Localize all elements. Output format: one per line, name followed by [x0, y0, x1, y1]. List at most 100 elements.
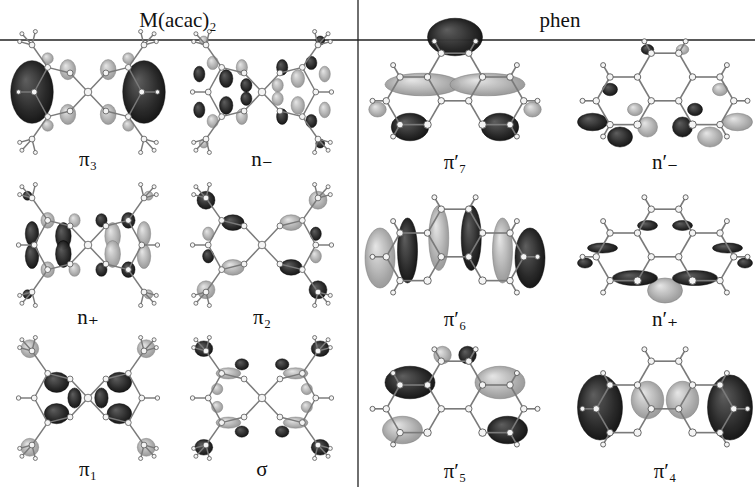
atom-dot — [313, 89, 319, 95]
atom-dot — [18, 293, 22, 297]
atom-dot — [689, 230, 696, 237]
bond-line — [679, 361, 693, 385]
atom-dot — [315, 348, 321, 354]
bond-line — [693, 232, 721, 234]
atom-dot — [601, 442, 606, 447]
atom-dot — [67, 376, 73, 382]
atom-dot — [724, 290, 729, 295]
orbital-lobe — [398, 218, 418, 283]
atom-dot — [328, 193, 332, 197]
bond-line — [720, 77, 734, 101]
atom-dot — [479, 74, 486, 81]
atom-dot — [593, 98, 600, 105]
orbital-label: π′₅ — [444, 460, 467, 483]
orbital-lobe — [25, 221, 38, 246]
bond-line — [638, 385, 652, 409]
atom-dot — [315, 42, 321, 48]
atom-dot — [45, 420, 51, 426]
orbital-lobe — [222, 260, 244, 276]
bond-line — [400, 384, 428, 386]
atom-dot — [370, 98, 375, 103]
atom-dot — [391, 219, 396, 224]
atom-dot — [689, 74, 696, 81]
atom-dot — [219, 267, 225, 273]
atom-dot — [676, 206, 683, 213]
atom-dot — [313, 150, 317, 154]
atom-dot — [154, 40, 158, 44]
atom-dot — [16, 243, 20, 247]
bond-line — [206, 351, 222, 373]
orbital-figure — [578, 39, 753, 147]
bond-line — [651, 360, 679, 362]
bond-line — [469, 361, 483, 385]
atom-dot — [141, 136, 147, 142]
bond-line — [596, 101, 610, 125]
atom-dot — [154, 140, 158, 144]
bond-line — [610, 384, 638, 386]
atom-dot — [205, 89, 211, 95]
bond-line — [469, 77, 483, 101]
atom-dot — [432, 39, 437, 44]
atom-dot — [326, 148, 330, 152]
bond-line — [469, 385, 483, 409]
atom-dot — [207, 456, 211, 460]
atom-dot — [473, 39, 478, 44]
atom-dot — [717, 121, 724, 128]
atom-dot — [717, 74, 724, 81]
atom-dot — [432, 195, 437, 200]
atom-dot — [155, 90, 159, 94]
atom-dot — [514, 290, 519, 295]
orbital-lobe — [222, 215, 244, 231]
atom-dot — [479, 429, 487, 437]
bond-line — [302, 45, 318, 67]
orbital-lobe — [275, 426, 288, 437]
bond-line — [693, 384, 721, 386]
atom-dot — [141, 289, 147, 295]
atom-dot — [424, 74, 431, 81]
atom-dot — [634, 382, 641, 389]
atom-dot — [313, 183, 317, 187]
atom-dot — [152, 338, 156, 342]
atom-dot — [391, 134, 396, 139]
atom-dot — [642, 347, 647, 352]
bond-line — [280, 111, 302, 117]
bond-line — [510, 385, 524, 409]
atom-dot — [277, 223, 283, 229]
bond-line — [400, 232, 428, 234]
bond-line — [128, 67, 141, 92]
orbital-lobe — [608, 127, 633, 147]
atom-dot — [299, 370, 305, 376]
atom-dot — [205, 242, 211, 248]
bond-line — [638, 77, 652, 101]
atom-dot — [424, 121, 432, 129]
bond-line — [386, 77, 400, 101]
atom-dot — [20, 454, 24, 458]
atom-dot — [139, 89, 145, 95]
bond-line — [302, 398, 315, 423]
bond-line — [400, 76, 428, 78]
atom-dot — [139, 303, 143, 307]
atom-dot — [397, 121, 404, 128]
orbital-lobe — [137, 244, 150, 269]
atom-dot — [724, 442, 729, 447]
bond-line — [208, 220, 221, 245]
bond-line — [386, 101, 400, 125]
orbital-lobe — [277, 109, 288, 125]
orbital-lobe — [11, 61, 54, 124]
atom-dot — [45, 114, 51, 120]
bond-line — [693, 76, 721, 78]
atom-dot — [648, 50, 655, 57]
atom-dot — [607, 230, 614, 237]
atom-dot — [45, 64, 51, 70]
bond-line — [32, 270, 48, 292]
bond-line — [48, 111, 70, 117]
bond-line — [302, 117, 318, 139]
bond-line — [483, 384, 511, 386]
atom-dot — [745, 254, 750, 259]
atom-dot — [203, 348, 209, 354]
atom-dot — [676, 358, 683, 365]
atom-dot — [18, 40, 22, 44]
bond-line — [596, 77, 610, 101]
atom-dot — [203, 136, 209, 142]
orbital-lobe — [291, 70, 304, 88]
